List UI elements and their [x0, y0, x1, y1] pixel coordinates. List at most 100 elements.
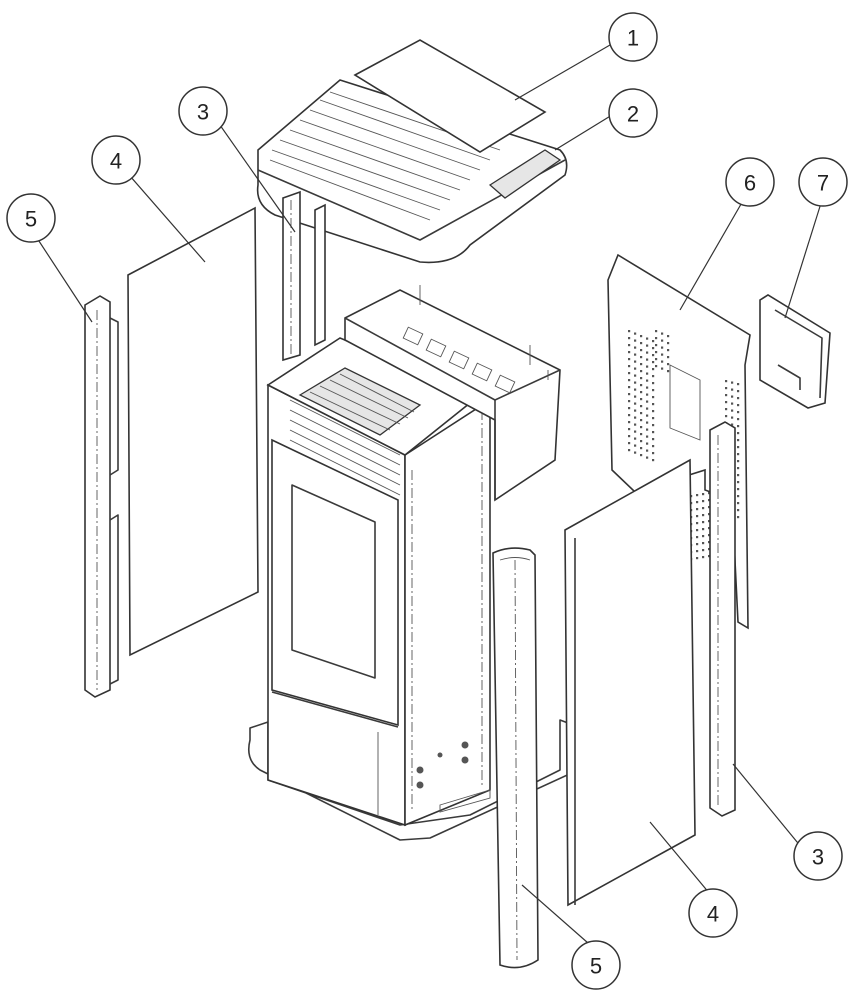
vent-hole [702, 521, 705, 524]
callout-7: 7 [798, 157, 848, 207]
callout-5-right: 5 [571, 940, 621, 990]
vent-hole [652, 452, 655, 455]
vent-hole [646, 351, 649, 354]
vent-hole [737, 502, 740, 505]
base-plate [247, 719, 601, 841]
vent-hole [737, 488, 740, 491]
vent-hole [634, 360, 637, 363]
callout-label: 2 [627, 102, 639, 127]
vent-hole [634, 353, 637, 356]
vent-hole [661, 339, 664, 342]
vent-hole [640, 391, 643, 394]
callout-1: 1 [608, 12, 658, 62]
vent-hole [646, 456, 649, 459]
vent-hole [640, 433, 643, 436]
vent-hole [737, 481, 740, 484]
callout-label: 3 [197, 100, 209, 125]
vent-hole [634, 423, 637, 426]
vent-hole [646, 358, 649, 361]
vent-hole [667, 342, 670, 345]
vent-hole [661, 346, 664, 349]
vent-hole [702, 528, 705, 531]
vent-hole [634, 437, 637, 440]
vent-hole [737, 474, 740, 477]
vent-hole [737, 495, 740, 498]
callout-3-lower: 3 [793, 831, 843, 881]
vent-hole [737, 453, 740, 456]
vent-hole [634, 381, 637, 384]
vent-hole [628, 344, 631, 347]
vent-hole [652, 368, 655, 371]
vent-hole [634, 367, 637, 370]
vent-hole [628, 414, 631, 417]
vent-hole [640, 384, 643, 387]
vent-hole [646, 435, 649, 438]
callout-3-upper: 3 [178, 86, 228, 136]
vent-hole [628, 337, 631, 340]
vent-hole [646, 379, 649, 382]
vent-hole [634, 409, 637, 412]
vent-hole [708, 555, 711, 558]
vent-hole [640, 377, 643, 380]
callout-label: 1 [627, 26, 639, 51]
vent-hole [628, 428, 631, 431]
callout-4-left: 4 [91, 135, 141, 185]
vent-hole [702, 556, 705, 559]
vent-hole [640, 342, 643, 345]
pellet-hopper [344, 285, 561, 502]
vent-hole [628, 442, 631, 445]
vent-hole [737, 418, 740, 421]
vent-hole [667, 370, 670, 373]
vent-hole [696, 536, 699, 539]
callout-label: 3 [812, 845, 824, 870]
vent-hole [628, 351, 631, 354]
front-column [492, 547, 539, 969]
vent-hole [646, 386, 649, 389]
vent-hole [667, 363, 670, 366]
vent-hole [696, 522, 699, 525]
vent-hole [737, 390, 740, 393]
vent-hole [652, 431, 655, 434]
vent-hole [731, 423, 734, 426]
top-cover [256, 79, 568, 264]
vent-hole [652, 347, 655, 350]
vent-hole [646, 337, 649, 340]
vent-hole [628, 372, 631, 375]
vent-hole [661, 360, 664, 363]
vent-hole [652, 459, 655, 462]
callout-2: 2 [608, 88, 658, 138]
vent-hole [640, 349, 643, 352]
vent-hole [696, 550, 699, 553]
vent-hole [628, 400, 631, 403]
vent-hole [646, 449, 649, 452]
vent-hole [634, 430, 637, 433]
vent-hole [652, 424, 655, 427]
vent-hole [737, 432, 740, 435]
vent-hole [702, 493, 705, 496]
vent-hole [731, 416, 734, 419]
vent-hole [708, 499, 711, 502]
vent-hole [634, 444, 637, 447]
vent-hole [640, 426, 643, 429]
callout-label: 6 [744, 171, 756, 196]
vent-hole [737, 439, 740, 442]
vent-hole [696, 494, 699, 497]
vent-hole [628, 393, 631, 396]
vent-hole [702, 549, 705, 552]
vent-hole [634, 451, 637, 454]
vent-hole [652, 403, 655, 406]
left-side-panel [127, 206, 259, 657]
vent-hole [731, 402, 734, 405]
vent-hole [652, 396, 655, 399]
callout-5-left: 5 [6, 193, 56, 243]
vent-hole [737, 404, 740, 407]
vent-hole [667, 349, 670, 352]
vent-hole [646, 365, 649, 368]
callout-label: 4 [110, 149, 122, 174]
vent-hole [708, 492, 711, 495]
vent-hole [655, 351, 658, 354]
vent-hole [708, 513, 711, 516]
vent-hole [634, 374, 637, 377]
callout-label: 5 [25, 207, 37, 232]
vent-hole [646, 400, 649, 403]
